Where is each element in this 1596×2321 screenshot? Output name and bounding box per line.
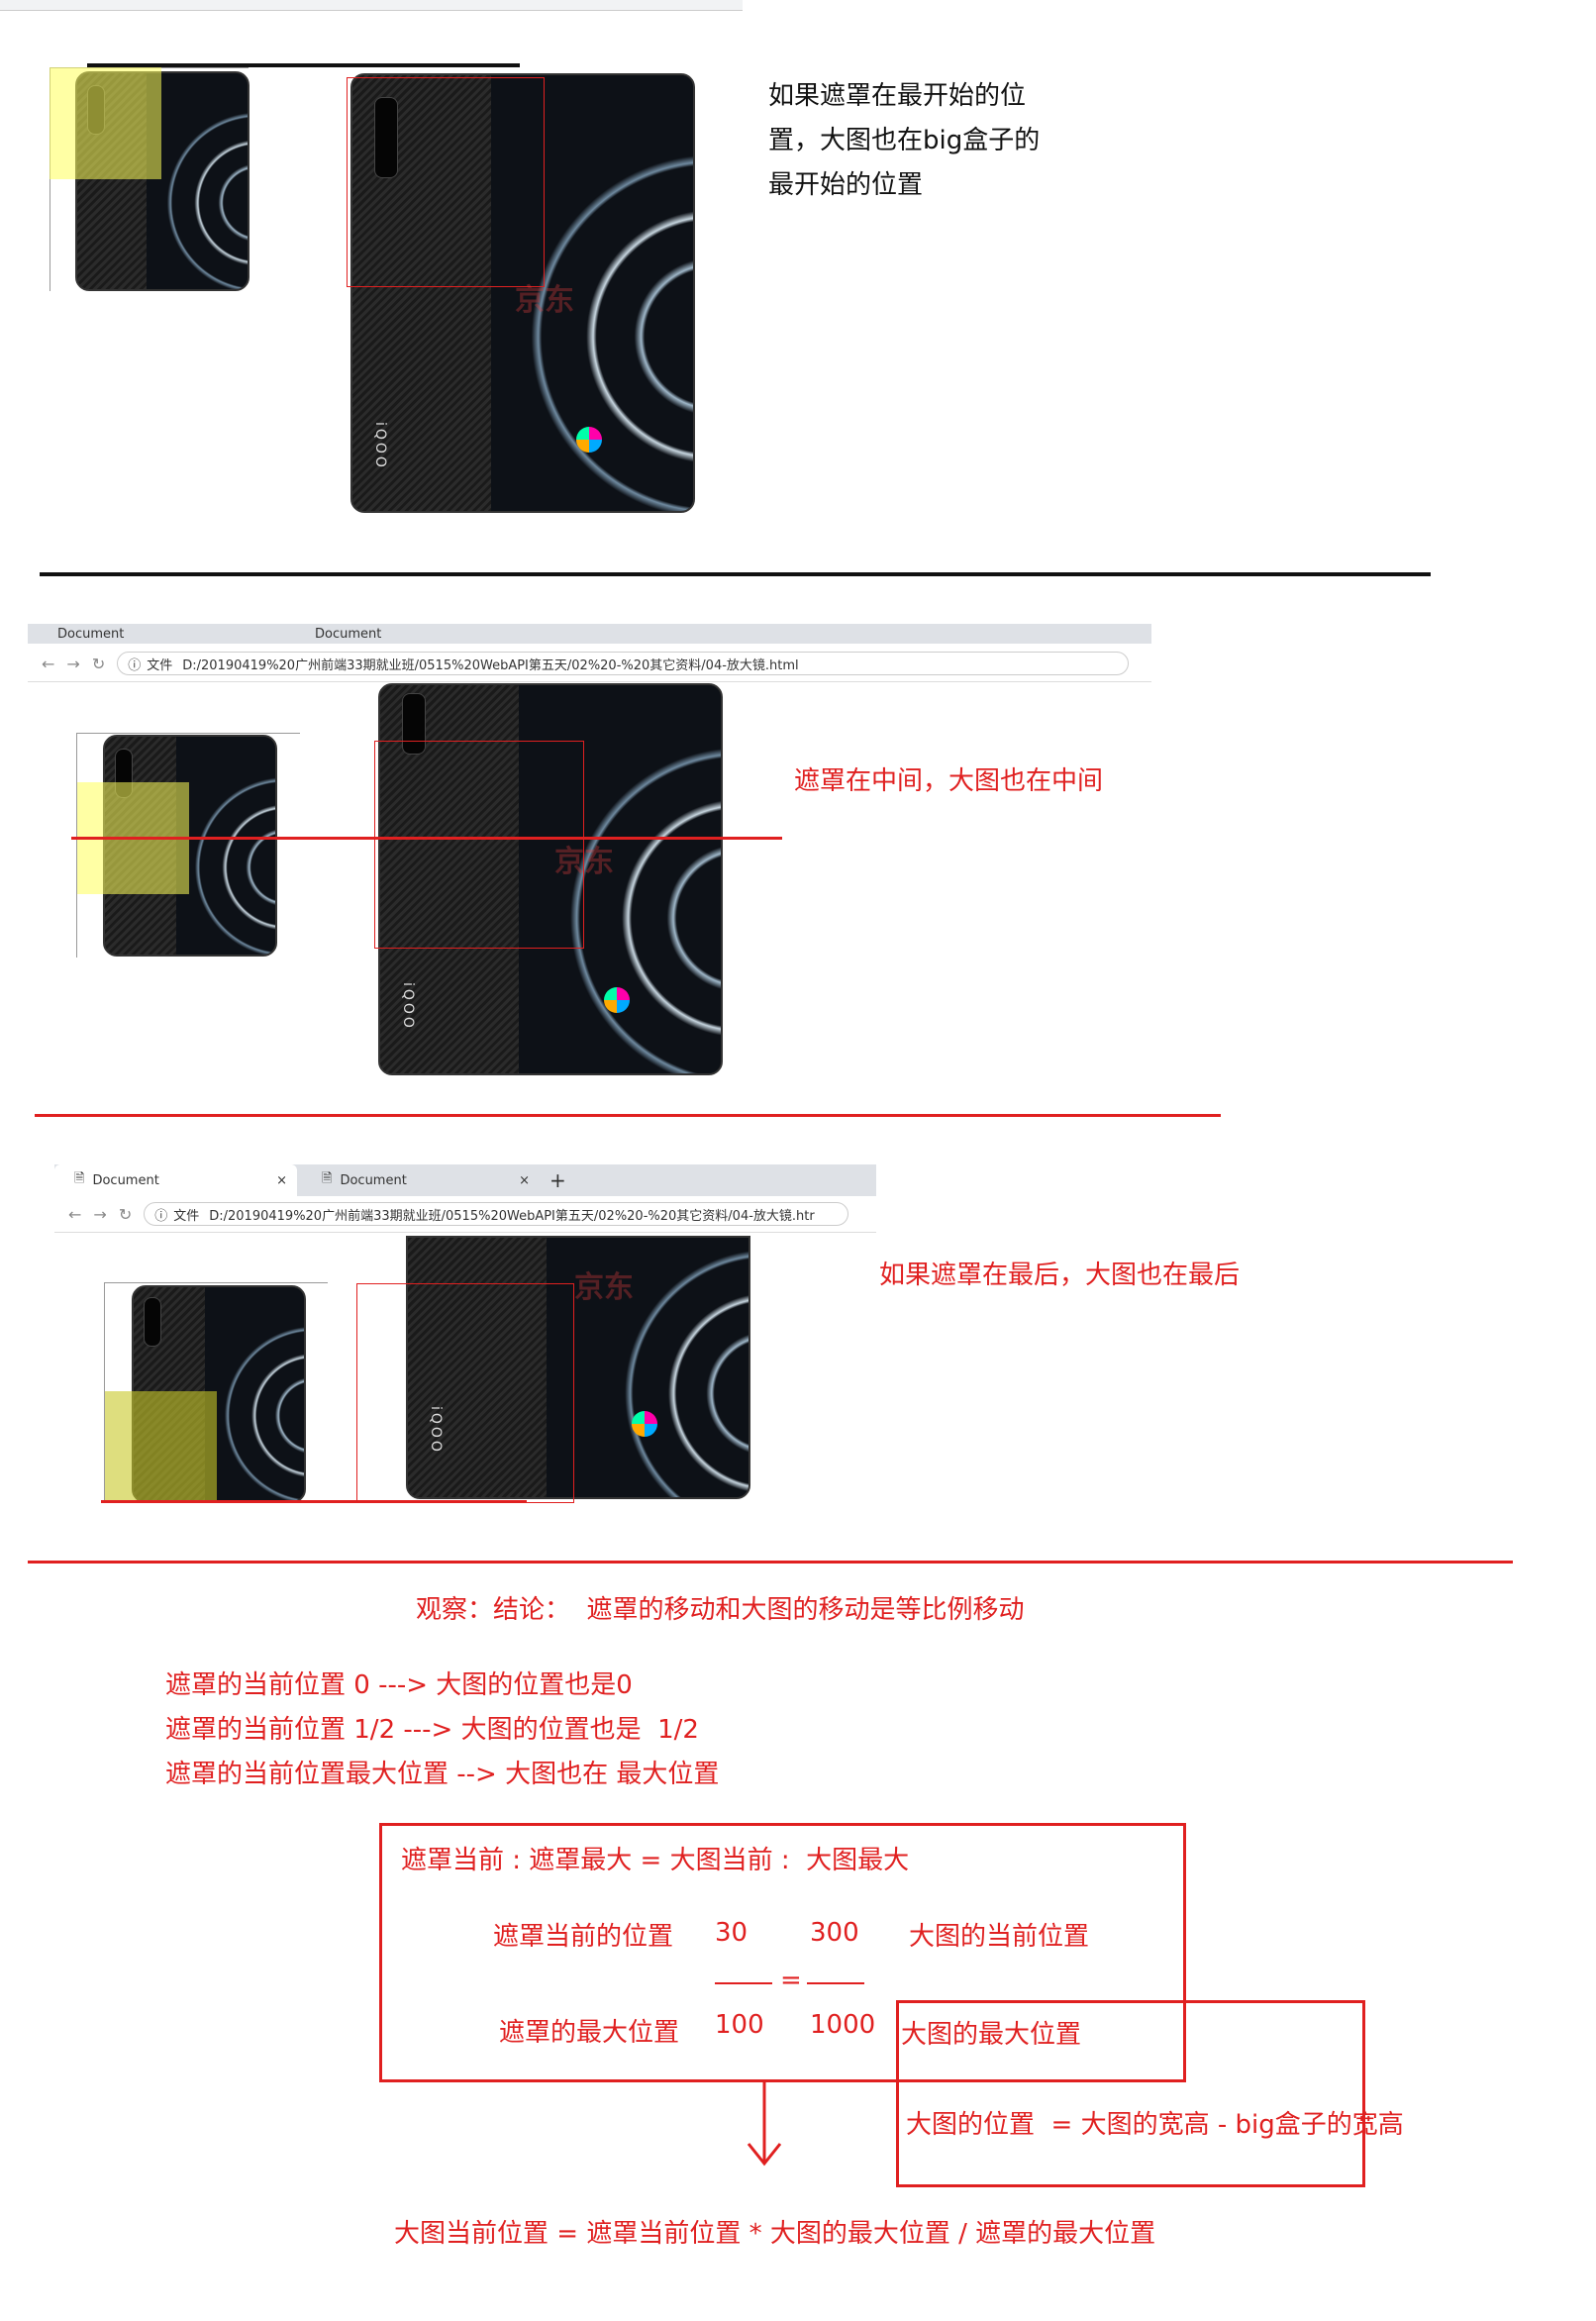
tab-bar-3: 🗎 Document × 🗎 Document × + xyxy=(54,1164,876,1196)
rules-list: 遮罩的当前位置 0 ---> 大图的位置也是0 遮罩的当前位置 1/2 --->… xyxy=(165,1664,719,1797)
center-red-line xyxy=(71,837,782,840)
forward-icon-3[interactable]: → xyxy=(93,1204,107,1224)
black-underline xyxy=(87,63,520,67)
formula-title: 遮罩当前 : 遮罩最大 = 大图当前 : 大图最大 xyxy=(401,1846,910,1875)
watermark-2: 京东 xyxy=(554,845,614,879)
value-300: 300 xyxy=(810,1918,859,1948)
value-1000: 1000 xyxy=(810,2010,876,2040)
big-box-outline-2 xyxy=(374,741,584,949)
fraction-bar-right xyxy=(807,1982,864,1984)
big-phone-image-3: iQOO xyxy=(406,1236,750,1499)
note-start: 如果遮罩在最开始的位 置，大图也在big盒子的 最开始的位置 xyxy=(768,81,1041,200)
big-box-outline-3 xyxy=(356,1283,574,1503)
value-30: 30 xyxy=(715,1918,748,1948)
bottom-red-line xyxy=(101,1500,527,1503)
cut-address-bar xyxy=(0,0,743,11)
url-text-3: D:/20190419%20广州前端33期就业班/0515%20WebAPI第五… xyxy=(209,1208,815,1224)
back-icon-3[interactable]: ← xyxy=(68,1204,82,1224)
rule-max: 遮罩的当前位置最大位置 --> 大图也在 最大位置 xyxy=(165,1760,720,1789)
brand-text-2: iQOO xyxy=(400,982,416,1031)
label-mask-max: 遮罩的最大位置 xyxy=(499,2018,680,2048)
rule-zero: 遮罩的当前位置 0 ---> 大图的位置也是0 xyxy=(165,1670,633,1700)
watermark-3: 京东 xyxy=(574,1270,634,1305)
mask-end xyxy=(105,1391,217,1500)
conclusion-text: 观察：结论： 遮罩的移动和大图的移动是等比例移动 xyxy=(416,1595,1025,1625)
fingerprint-icon xyxy=(576,427,602,453)
file-label-3: 文件 xyxy=(173,1208,200,1224)
info-icon: ⓘ xyxy=(128,657,142,673)
big-phone-image-2: iQOO xyxy=(378,683,723,1075)
file-label: 文件 xyxy=(147,657,173,673)
divider-red-2 xyxy=(28,1561,1513,1564)
close-icon-2[interactable]: × xyxy=(519,1172,530,1188)
url-box[interactable]: ⓘ 文件 D:/20190419%20广州前端33期就业班/0515%20Web… xyxy=(117,652,1130,675)
close-icon[interactable]: × xyxy=(276,1172,287,1188)
brand-text: iQOO xyxy=(372,422,388,470)
info-icon-3: ⓘ xyxy=(154,1208,168,1224)
label-big-max: 大图的最大位置 xyxy=(901,2020,1082,2050)
value-100: 100 xyxy=(715,2010,764,2040)
formula-box xyxy=(379,1823,1186,2082)
new-tab-button[interactable]: + xyxy=(549,1168,566,1192)
section-top: iQOO 京东 如果遮罩在最开始的位 置，大图也在big盒子的 最开始的位置 xyxy=(0,0,1596,584)
page-icon: 🗎 xyxy=(74,1171,85,1186)
forward-icon[interactable]: → xyxy=(66,654,80,673)
tab-document-1[interactable]: Document xyxy=(57,626,125,642)
note-middle: 遮罩在中间，大图也在中间 xyxy=(794,766,1104,796)
divider-red-1 xyxy=(35,1114,1221,1117)
label-big-current: 大图的当前位置 xyxy=(909,1922,1090,1952)
small-box-outline-2 xyxy=(76,733,300,958)
url-box-3[interactable]: ⓘ 文件 D:/20190419%20广州前端33期就业班/0515%20Web… xyxy=(144,1202,849,1226)
big-phone-image: iQOO xyxy=(350,73,695,513)
equals-sign: = xyxy=(780,1966,802,1995)
divider-black xyxy=(40,572,1431,576)
result-formula: 大图当前位置 = 遮罩当前位置 * 大图的最大位置 / 遮罩的最大位置 xyxy=(394,2219,1156,2249)
fingerprint-icon-3 xyxy=(632,1411,657,1437)
fraction-bar-left xyxy=(715,1982,772,1984)
fingerprint-icon-2 xyxy=(604,987,630,1013)
back-icon[interactable]: ← xyxy=(42,654,55,673)
page-icon-2: 🗎 xyxy=(322,1171,333,1186)
down-arrow-icon xyxy=(745,2082,784,2171)
tab-document-2[interactable]: Document xyxy=(315,626,382,642)
small-box-outline-3 xyxy=(104,1282,328,1501)
tab-bar-2: Document Document xyxy=(28,624,1151,644)
big-max-box xyxy=(896,2000,1365,2187)
tab-document-4[interactable]: 🗎 Document × xyxy=(302,1164,540,1196)
reload-icon[interactable]: ↻ xyxy=(91,654,106,673)
address-bar-3: ← → ↻ ⓘ 文件 D:/20190419%20广州前端33期就业班/0515… xyxy=(54,1196,876,1233)
tab-document-3[interactable]: 🗎 Document × xyxy=(54,1164,297,1196)
big-box-outline xyxy=(347,77,545,287)
label-mask-current: 遮罩当前的位置 xyxy=(493,1922,674,1952)
address-bar-2: ← → ↻ ⓘ 文件 D:/20190419%20广州前端33期就业班/0515… xyxy=(28,646,1151,682)
rule-half: 遮罩的当前位置 1/2 ---> 大图的位置也是 1/2 xyxy=(165,1715,699,1745)
watermark: 京东 xyxy=(515,283,574,318)
big-position-text: 大图的位置 = 大图的宽高 - big盒子的宽高 xyxy=(906,2110,1404,2140)
reload-icon-3[interactable]: ↻ xyxy=(118,1204,133,1224)
mask-start xyxy=(50,67,161,179)
note-end: 如果遮罩在最后，大图也在最后 xyxy=(879,1261,1241,1290)
url-text: D:/20190419%20广州前端33期就业班/0515%20WebAPI第五… xyxy=(182,657,799,673)
